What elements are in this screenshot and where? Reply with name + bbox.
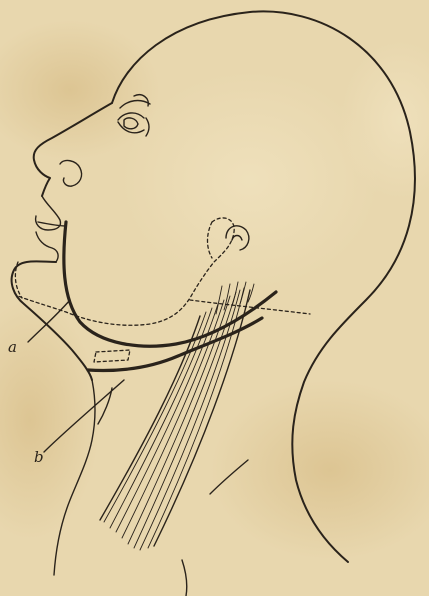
label-b: b [34, 448, 44, 466]
label-a: a [8, 338, 17, 356]
